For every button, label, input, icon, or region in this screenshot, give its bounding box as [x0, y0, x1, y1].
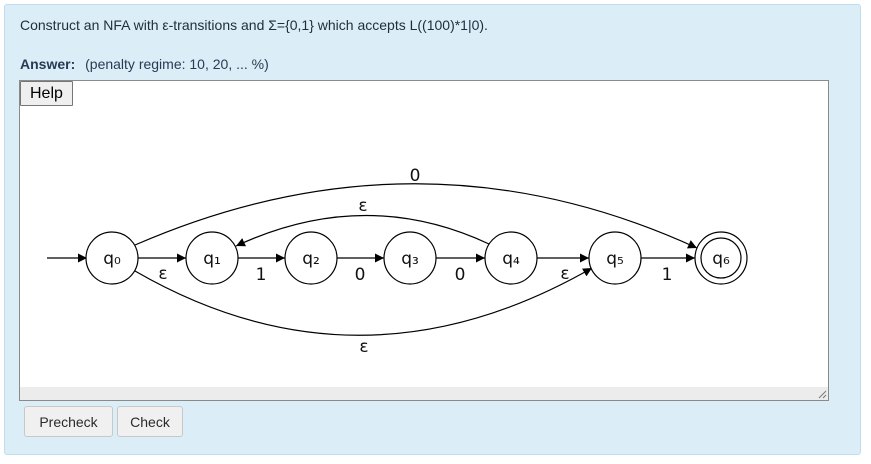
label-q0-q6: 0 [410, 166, 421, 186]
state-q0-label: q₀ [103, 249, 121, 269]
fsm-diagram[interactable]: q₀ q₁ q₂ q₃ q₄ q₅ [20, 81, 828, 387]
state-q0[interactable]: q₀ [85, 231, 139, 285]
precheck-button[interactable]: Precheck [24, 406, 113, 437]
help-button[interactable]: Help [20, 81, 73, 106]
state-q1-label: q₁ [203, 249, 221, 269]
check-button[interactable]: Check [117, 406, 183, 437]
state-q6[interactable]: q₆ [694, 231, 748, 285]
state-q3-label: q₃ [401, 249, 419, 269]
transition-q0-q5[interactable] [134, 267, 593, 336]
state-q1[interactable]: q₁ [185, 231, 239, 285]
label-q0-q1: ε [158, 264, 167, 284]
answer-label: Answer: [20, 56, 76, 72]
state-q5-label: q₅ [606, 249, 624, 269]
accept-ring [700, 237, 742, 279]
label-q1-q2: 1 [256, 265, 267, 285]
penalty-regime: (penalty regime: 10, 20, ... %) [85, 56, 269, 72]
label-q4-q1: ε [358, 196, 367, 216]
state-q3[interactable]: q₃ [383, 231, 437, 285]
state-q2-label: q₂ [302, 249, 320, 269]
state-q6-label: q₆ [712, 249, 730, 269]
editor-footer [20, 387, 828, 400]
label-q2-q3: 0 [355, 265, 366, 285]
state-q4[interactable]: q₄ [484, 231, 538, 285]
state-q2[interactable]: q₂ [284, 231, 338, 285]
label-q5-q6: 1 [662, 265, 673, 285]
resize-handle-icon[interactable] [818, 390, 827, 399]
answer-header: Answer: (penalty regime: 10, 20, ... %) [20, 56, 269, 72]
state-q4-label: q₄ [502, 249, 520, 269]
question-panel: Construct an NFA with ε-transitions and … [4, 4, 861, 455]
label-q4-q5: ε [560, 264, 569, 284]
question-text: Construct an NFA with ε-transitions and … [20, 17, 488, 33]
state-q5[interactable]: q₅ [588, 231, 642, 285]
fsm-editor-canvas[interactable]: Help q₀ [19, 80, 829, 401]
label-q0-q5: ε [359, 337, 368, 357]
transition-q4-q1[interactable] [235, 214, 490, 247]
label-q3-q4: 0 [455, 265, 466, 285]
transition-q0-q6[interactable] [134, 183, 698, 249]
